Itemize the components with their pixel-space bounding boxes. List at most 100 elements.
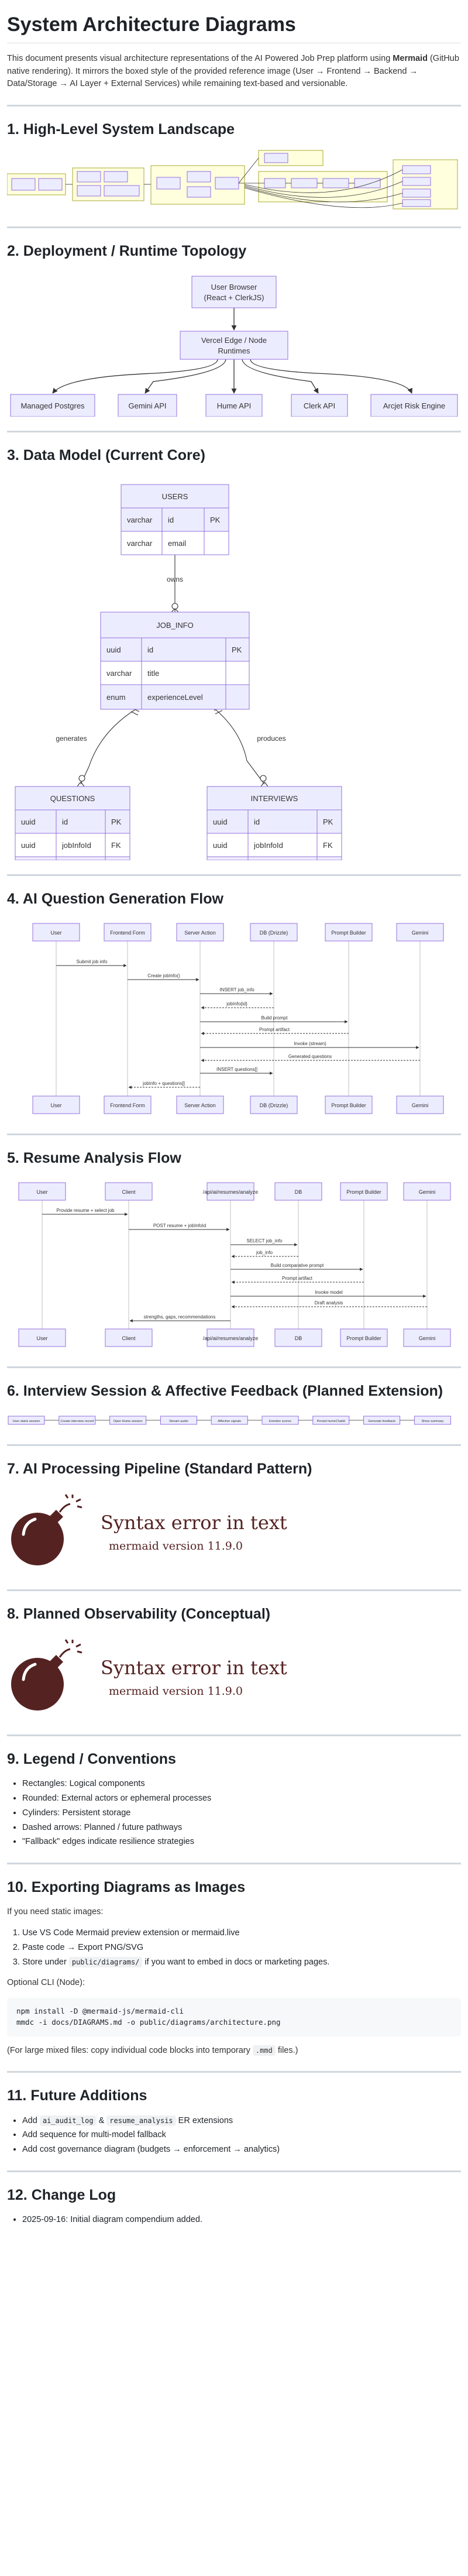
actor-box	[396, 923, 444, 942]
landscape-node	[402, 199, 431, 207]
message-label: Invoke model	[315, 1290, 343, 1295]
attr-type: uuid	[213, 841, 228, 850]
syntax-error-block: Syntax error in text mermaid version 11.…	[7, 1633, 461, 1720]
section-9-heading: 9. Legend / Conventions	[7, 1751, 176, 1768]
section-4-heading: 4. AI Question Generation Flow	[7, 890, 223, 907]
intro-text-1: This document presents visual architectu…	[7, 53, 393, 63]
message-label: job_info	[256, 1250, 273, 1255]
actor-label: User	[36, 1335, 47, 1341]
landscape-node	[291, 178, 318, 188]
rel-produces-label: produces	[257, 734, 285, 743]
landscape-node	[104, 185, 140, 197]
actor-label: DB	[295, 1335, 302, 1341]
cli-code-block: npm install -D @mermaid-js/mermaid-cli m…	[7, 1998, 461, 2036]
export-intro: If you need static images:	[7, 1907, 104, 1917]
actor-label: Client	[122, 1189, 136, 1195]
flow-step-label: Persist humeChatId	[317, 1420, 345, 1423]
actor-box	[18, 1182, 66, 1201]
actor-label: Prompt Builder	[346, 1189, 381, 1195]
actor-label: Gemini	[412, 930, 429, 936]
landscape-node	[187, 171, 211, 183]
section-8-heading: 8. Planned Observability (Conceptual)	[7, 1605, 271, 1622]
changelog-list: 2025-09-16: Initial diagram compendium a…	[7, 2214, 461, 2227]
landscape-node	[215, 177, 239, 190]
syntax-error-title: Syntax error in text	[101, 1511, 287, 1534]
flow-step-label: Emotion scores	[269, 1420, 291, 1423]
item-text: &	[96, 2115, 107, 2125]
attr-key: FK	[111, 841, 121, 850]
actor-box	[104, 1095, 152, 1114]
message-label: Submit job info	[77, 959, 108, 964]
actor-label: Server Action	[184, 930, 216, 936]
section-2-heading: 2. Deployment / Runtime Topology	[7, 243, 247, 260]
landscape-diagram	[7, 148, 461, 212]
landscape-node	[187, 186, 211, 198]
vercel-edge-node	[180, 331, 288, 360]
actor-box	[325, 923, 373, 942]
actor-label: Gemini	[419, 1189, 436, 1195]
landscape-node	[104, 171, 128, 183]
attr-name: jobInfoId	[253, 841, 283, 850]
inline-code: resume_analysis	[106, 2115, 176, 2126]
landscape-svg	[7, 150, 458, 209]
landscape-node	[402, 188, 431, 198]
section-5-heading: 5. Resume Analysis Flow	[7, 1150, 181, 1167]
landscape-node	[354, 178, 381, 188]
message-label: Build comparative prompt	[271, 1263, 324, 1268]
actor-box	[250, 1095, 298, 1114]
actor-label: /api/ai/resumes/analyze	[203, 1335, 259, 1341]
list-item: Paste code → Export PNG/SVG	[22, 1942, 461, 1955]
flow-step-label: User starts session	[13, 1420, 40, 1423]
actor-box	[340, 1182, 388, 1201]
list-item: Rectangles: Logical components	[22, 1778, 461, 1791]
vercel-edge-sublabel: Runtimes	[218, 346, 250, 355]
actor-box	[403, 1182, 451, 1201]
actor-label: Client	[122, 1335, 136, 1341]
actor-label: User	[50, 930, 61, 936]
actor-label: User	[50, 1102, 61, 1108]
mermaid-version: mermaid version 11.9.0	[109, 1684, 243, 1698]
divider	[7, 2071, 461, 2073]
actor-box	[32, 1095, 80, 1114]
future-list: Add ai_audit_log & resume_analysis ER ex…	[7, 2115, 461, 2156]
inline-code: ai_audit_log	[39, 2115, 97, 2126]
attr-key: PK	[232, 645, 242, 654]
entity-name: INTERVIEWS	[251, 794, 298, 803]
section-12-heading: 12. Change Log	[7, 2186, 116, 2203]
rel-generates-label: generates	[56, 734, 87, 743]
message-label: jobInfo + questions[]	[142, 1081, 185, 1086]
postgres-label: Managed Postgres	[20, 401, 85, 410]
bomb-icon	[11, 1639, 82, 1711]
resume-sequence-svg: UserUserClientClient/api/ai/resumes/anal…	[18, 1182, 451, 1347]
message-label: Generated questions	[288, 1054, 332, 1059]
note-text: files.)	[275, 2045, 298, 2055]
user-browser-node	[191, 276, 277, 308]
actor-label: /api/ai/resumes/analyze	[203, 1189, 259, 1195]
actor-box	[32, 923, 80, 942]
divider	[7, 1589, 461, 1591]
step-text: Store under	[22, 1957, 69, 1967]
arcjet-node	[370, 394, 458, 417]
section-7-heading: 7. AI Processing Pipeline (Standard Patt…	[7, 1460, 312, 1477]
landscape-node	[77, 185, 101, 197]
list-item: Dashed arrows: Planned / future pathways	[22, 1822, 461, 1835]
divider	[7, 874, 461, 876]
attr-name: id	[254, 818, 260, 826]
actor-label: User	[36, 1189, 47, 1195]
landscape-node	[264, 178, 286, 188]
interviews-entity: INTERVIEWS uuid id PK uuid jobInfoId FK	[207, 786, 342, 860]
attr-type: uuid	[21, 841, 36, 850]
arcjet-label: Arcjet Risk Engine	[383, 401, 445, 410]
code-line: npm install -D @mermaid-js/mermaid-cli	[16, 2007, 184, 2016]
flow-step-label: Affective signals	[218, 1420, 241, 1423]
syntax-error-title: Syntax error in text	[101, 1656, 287, 1679]
attr-key: PK	[111, 818, 122, 826]
actor-label: Prompt Builder	[331, 1102, 366, 1108]
landscape-node	[322, 178, 349, 188]
mermaid-version: mermaid version 11.9.0	[109, 1539, 243, 1553]
actor-label: Frontend Form	[110, 1102, 145, 1108]
deployment-edges	[52, 307, 412, 394]
attr-type: uuid	[21, 818, 36, 826]
